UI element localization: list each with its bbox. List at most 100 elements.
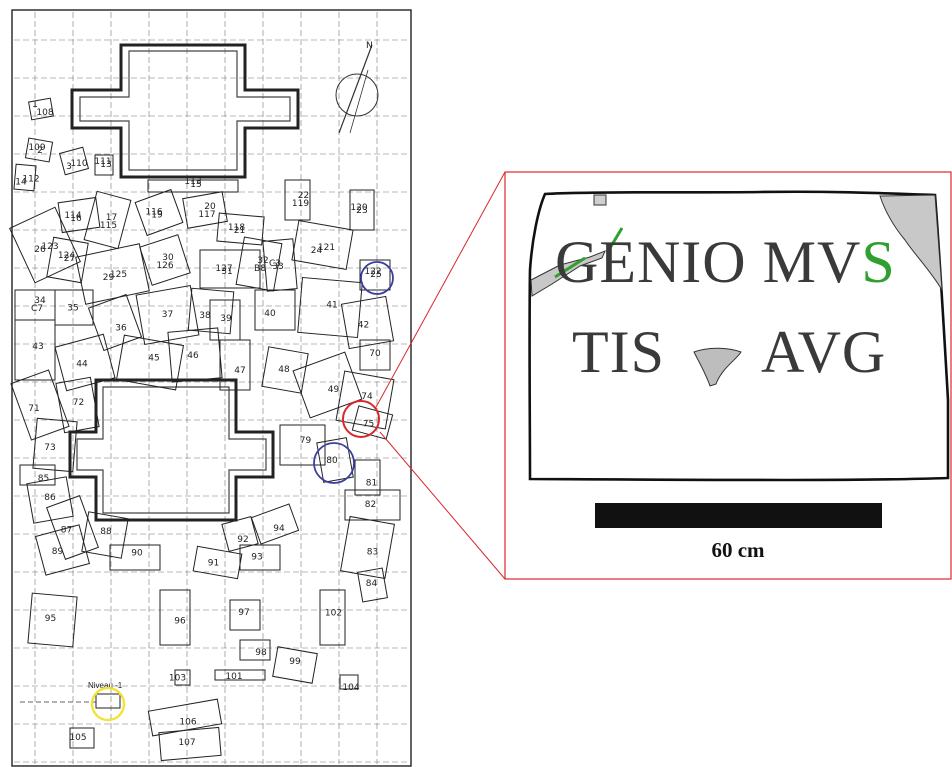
fallen-block <box>46 495 99 560</box>
block-label: 22 <box>298 191 309 201</box>
block-label: 102 <box>325 609 342 619</box>
block-label: 1 <box>32 100 38 110</box>
block-label: 107 <box>178 738 195 748</box>
fallen-block <box>339 515 396 580</box>
block-label: 73 <box>44 443 55 453</box>
fallen-block <box>316 437 354 483</box>
block-label: 41 <box>326 301 337 311</box>
fallen-block <box>340 295 395 350</box>
damage-left-crack <box>530 250 606 297</box>
block-label: 126 <box>156 261 173 271</box>
block-label: 92 <box>237 535 248 545</box>
fallen-block <box>239 639 271 661</box>
inscription-line-2-right: AVG <box>761 319 886 385</box>
green-crack-2 <box>605 227 624 254</box>
block-label: 48 <box>278 365 290 375</box>
fallen-block <box>109 544 161 571</box>
clamp-hole <box>593 194 607 206</box>
damage-patch <box>693 347 742 387</box>
block-label: 99 <box>289 657 301 667</box>
block-label: 127 <box>215 264 232 274</box>
block-label: 98 <box>255 648 267 658</box>
blue-highlight-circle-bottom <box>313 442 355 484</box>
block-label: 121 <box>318 243 335 253</box>
fallen-block <box>81 511 129 559</box>
fallen-block <box>69 727 95 749</box>
zoom-line-top <box>374 171 506 410</box>
block-label: 2 <box>37 146 43 156</box>
block-label: 72 <box>73 398 84 408</box>
block-label: 33 <box>272 262 283 272</box>
fallen-block <box>135 285 200 345</box>
fallen-block <box>27 592 78 648</box>
fallen-block <box>147 179 239 193</box>
block-label: 83 <box>367 548 378 558</box>
block-label: 74 <box>361 392 373 402</box>
fallen-block <box>54 289 94 326</box>
block-label: 20 <box>204 202 216 212</box>
fallen-block <box>46 236 89 284</box>
fallen-block <box>297 276 363 339</box>
block-label: 42 <box>358 321 369 331</box>
blue-highlight-circle-top <box>360 261 394 295</box>
north-arrow: N <box>335 41 379 134</box>
fallen-block <box>28 97 54 121</box>
fallen-block <box>254 289 296 331</box>
fallen-block <box>292 351 363 419</box>
fallen-block <box>158 726 222 762</box>
fallen-block <box>199 249 261 289</box>
block-label: 13 <box>100 160 111 170</box>
block-label: 111 <box>94 157 111 167</box>
upper-cross-inner <box>79 50 291 171</box>
block-label: 84 <box>366 579 378 589</box>
block-label: 124 <box>58 251 75 261</box>
scale-label: 60 cm <box>711 538 765 562</box>
fallen-block <box>26 476 74 524</box>
block-label: 36 <box>115 324 127 334</box>
block-label: 31 <box>221 267 232 277</box>
fallen-block <box>359 259 391 291</box>
fallen-block <box>58 146 90 176</box>
block-label: 44 <box>76 360 88 370</box>
block-label: 39 <box>220 314 232 324</box>
fallen-block <box>272 646 318 684</box>
fallen-block <box>159 589 191 646</box>
block-label: 116 <box>145 208 162 218</box>
inscribed-stone: GENIO MVS TIS AVG <box>528 190 950 482</box>
block-label: 21 <box>234 226 245 236</box>
block-label: 35 <box>67 304 78 314</box>
block-label: 34 <box>34 296 46 306</box>
fallen-block <box>335 370 395 430</box>
block-label: 117 <box>198 210 215 220</box>
damage-top-right <box>879 194 943 291</box>
block-label: 96 <box>174 617 186 627</box>
block-label: 91 <box>208 559 219 569</box>
fallen-block <box>284 179 311 221</box>
fallen-block <box>339 674 359 690</box>
fallen-block <box>235 236 283 292</box>
block-label: 17 <box>106 213 117 223</box>
block-label: 38 <box>199 311 211 321</box>
fallen-block <box>34 524 91 576</box>
fallen-block <box>291 219 354 271</box>
fallen-block <box>32 417 78 473</box>
block-label: 86 <box>44 493 56 503</box>
block-label: 70 <box>369 349 381 359</box>
block-label: 114 <box>64 211 81 221</box>
block-label: 30 <box>162 253 174 263</box>
fallen-block <box>115 334 185 391</box>
block-label: 15 <box>190 180 201 190</box>
block-label: 47 <box>234 366 245 376</box>
inscription-green-letter: S <box>861 229 895 295</box>
block-label: 119 <box>292 199 309 209</box>
fallen-block <box>55 376 100 434</box>
fallen-block <box>354 459 381 496</box>
block-label: 103 <box>169 674 186 684</box>
block-label: 45 <box>148 354 159 364</box>
block-label: 85 <box>38 474 49 484</box>
fallen-block <box>229 599 261 631</box>
block-label: C7 <box>31 304 43 314</box>
